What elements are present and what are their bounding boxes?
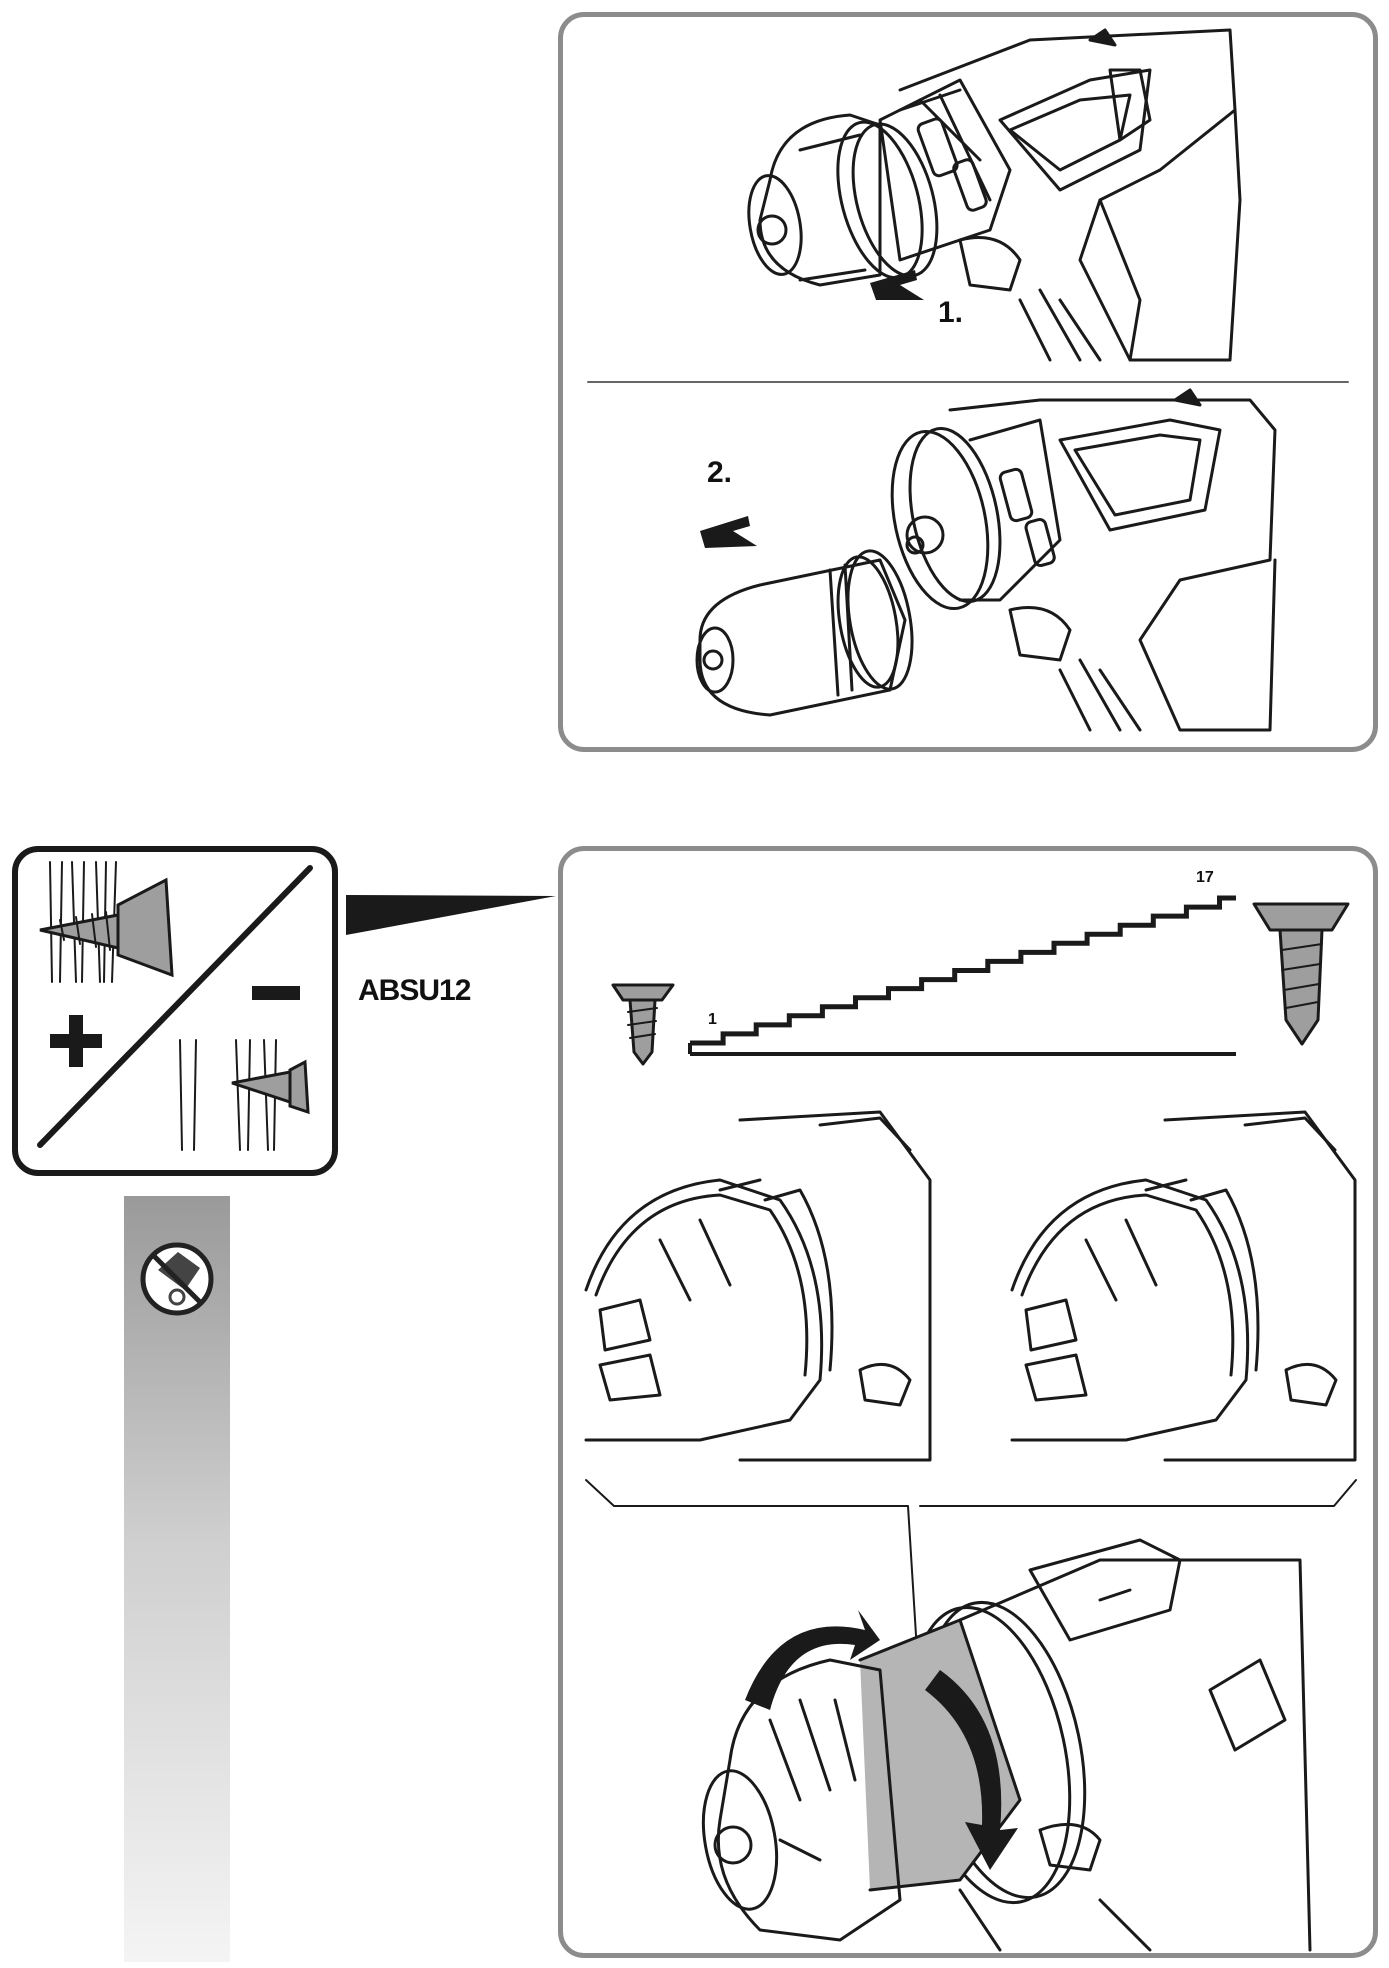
collar-closeup-right — [1010, 1110, 1357, 1462]
small-screw-icon — [611, 983, 675, 1066]
step-2-label: 2. — [707, 456, 733, 489]
closeup-bracket — [585, 1479, 1357, 1701]
torque-staircase — [690, 895, 1236, 1046]
step-1-label: 1. — [938, 296, 964, 329]
model-label: ABSU12 — [358, 974, 471, 1007]
plus-icon — [50, 1015, 102, 1067]
drill-with-chuck-illustration — [747, 28, 1242, 362]
percussion-side-bar — [124, 1196, 230, 1962]
torque-min-label: 1 — [708, 1011, 717, 1028]
detached-chuck-illustration — [695, 549, 914, 717]
rotate-arrow-icon-collar — [925, 1670, 1018, 1870]
minus-icon — [252, 986, 300, 1000]
pull-arrow-icon — [870, 270, 924, 300]
wood-grain-bottom — [179, 1039, 277, 1151]
torque-collar-drill-illustration — [701, 1538, 1312, 1952]
rotate-arrow-icon — [745, 1610, 880, 1710]
torque-max-label: 17 — [1196, 869, 1214, 886]
torque-step-scale — [688, 895, 1236, 1056]
collar-closeup-left — [584, 1110, 936, 1462]
remove-arrow-icon — [700, 516, 757, 548]
large-screw-icon-scale — [1252, 902, 1350, 1046]
large-screw-icon — [39, 877, 174, 978]
symbol-diagonal — [37, 865, 313, 1148]
callout-pointer — [346, 895, 556, 935]
drill-without-chuck-illustration — [890, 388, 1277, 732]
small-screw-icon-box — [231, 1059, 310, 1115]
